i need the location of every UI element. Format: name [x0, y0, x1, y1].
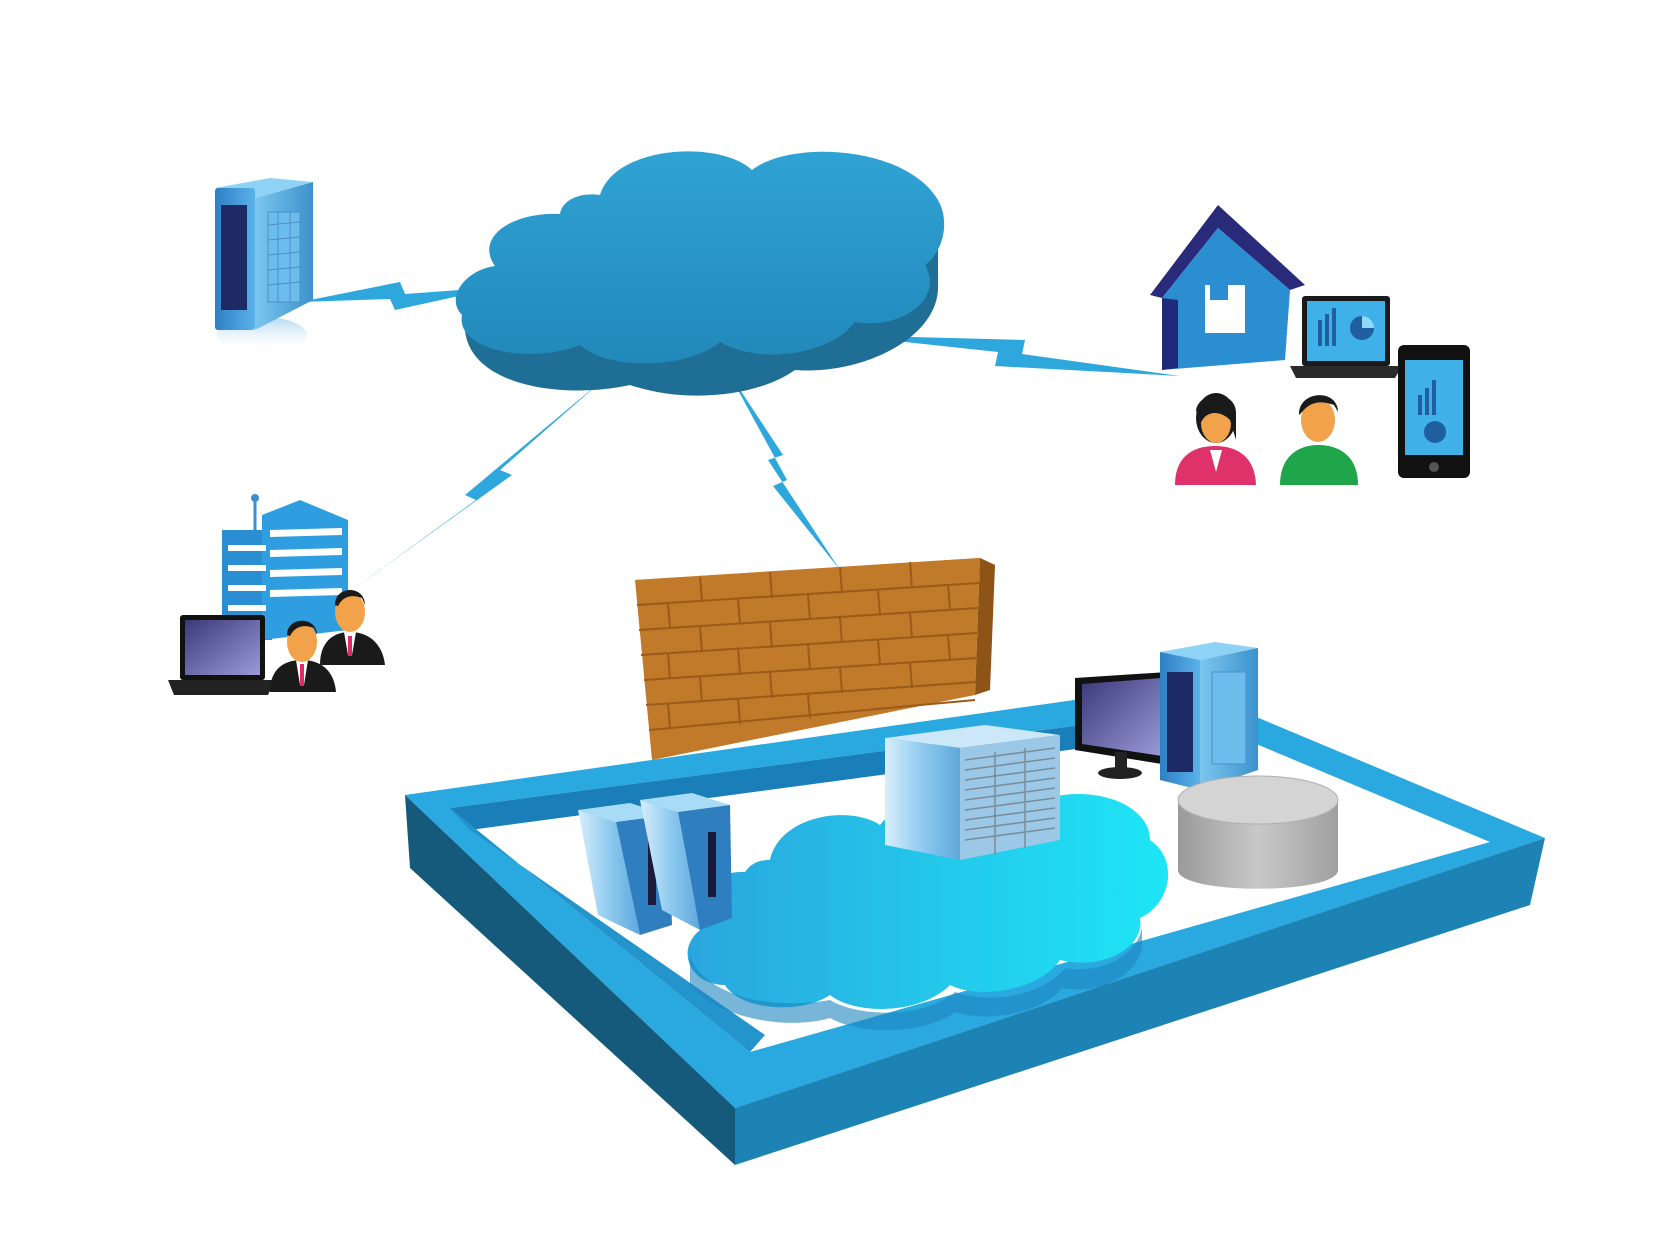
smartphone-icon [1398, 345, 1470, 478]
link-cloud-to-server [300, 282, 500, 310]
private-cloud [687, 791, 1169, 1009]
cloud-top [455, 151, 945, 364]
laptop-icon [1290, 296, 1402, 378]
link-cloud-to-firewall [727, 370, 840, 570]
wall-face [635, 558, 980, 760]
link-cloud-to-branch [352, 378, 605, 590]
firewall [635, 558, 995, 760]
link-cloud-to-home [840, 335, 1180, 376]
links [300, 282, 1180, 590]
private-cloud-side [690, 925, 1142, 1031]
internet-cloud [455, 151, 945, 396]
woman-avatar [1175, 393, 1256, 485]
wall-side [975, 558, 995, 695]
home-users [1150, 205, 1470, 485]
platform-inner-wall-left [450, 808, 765, 1052]
brick-mortar [636, 561, 980, 731]
businessman-avatar [270, 620, 336, 692]
house-icon [1150, 205, 1305, 370]
remote-server [215, 178, 313, 353]
branch-office [168, 494, 385, 695]
server-grille [267, 211, 301, 303]
tower-server-icon [1160, 642, 1258, 790]
server-panel [221, 205, 247, 310]
server-unit [640, 793, 732, 930]
blade-rack-icon [885, 725, 1060, 860]
storage-cylinder-icon [1177, 775, 1339, 889]
businessman-avatar [320, 590, 385, 665]
monitor-icon [1075, 672, 1168, 779]
private-datacenter [405, 642, 1545, 1165]
man-avatar [1280, 395, 1358, 485]
laptop-icon [168, 615, 275, 695]
platform-front-left [405, 795, 735, 1165]
platform-front-right [735, 838, 1545, 1165]
